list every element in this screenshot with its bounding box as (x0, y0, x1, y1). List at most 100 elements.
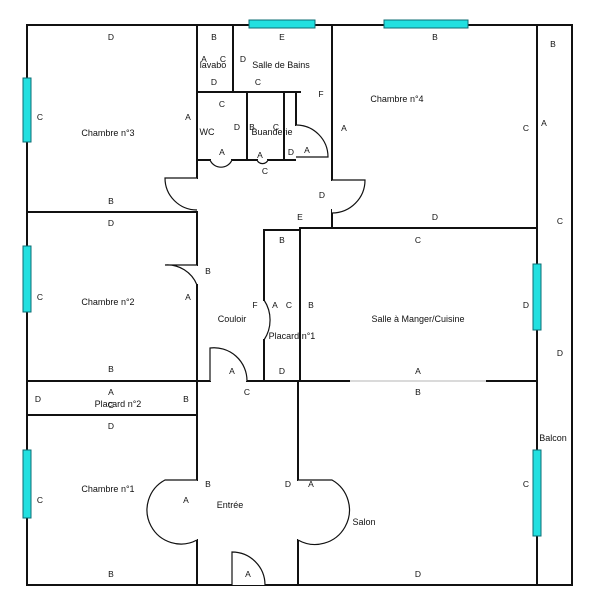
door-chambre4 (331, 179, 366, 214)
wall-label: C (255, 77, 261, 87)
wall-label: B (183, 394, 189, 404)
wall-label: A (183, 495, 189, 505)
room-chambre2: Chambre n°2 (81, 297, 134, 307)
wall-label: B (205, 266, 211, 276)
wall-label: D (108, 218, 114, 228)
wall-label: D (415, 569, 421, 579)
room-entree: Entrée (217, 500, 244, 510)
door-placard1 (263, 299, 271, 341)
wall-label: C (37, 112, 43, 122)
wall-label: A (201, 54, 207, 64)
wall-label: D (319, 190, 325, 200)
room-chambre4: Chambre n°4 (370, 94, 423, 104)
wall-label: B (108, 569, 114, 579)
window-salon (532, 449, 542, 537)
wall-label: A (304, 145, 310, 155)
wall-label: E (279, 32, 285, 42)
wall-label: C (244, 387, 250, 397)
wall-label: C (557, 216, 563, 226)
wall-label: D (432, 212, 438, 222)
doors (146, 124, 366, 586)
wall-label: C (37, 495, 43, 505)
wall-label: C (273, 122, 279, 132)
wall-label: C (286, 300, 292, 310)
wall-label: B (432, 32, 438, 42)
wall-label: A (308, 479, 314, 489)
windows (22, 19, 542, 537)
wall-label: D (279, 366, 285, 376)
door-salle-de-bains (295, 124, 329, 158)
wall-label: D (288, 147, 294, 157)
wall-label: F (318, 89, 323, 99)
wall-letter-labels: D C A B B A C D E D F C C D A B C A D C … (35, 32, 563, 579)
door-chambre3 (164, 177, 198, 211)
wall-label: B (108, 196, 114, 206)
wall-label: C (108, 400, 114, 410)
wall-label: D (35, 394, 41, 404)
door-buanderie (256, 159, 269, 165)
wall-label: A (257, 150, 263, 160)
wall-label: C (37, 292, 43, 302)
room-chambre3: Chambre n°3 (81, 128, 134, 138)
interior-walls (26, 24, 538, 586)
wall-label: A (541, 118, 547, 128)
wall-label: D (557, 348, 563, 358)
door-chambre1 (146, 479, 198, 545)
room-buanderie: Buanderie (251, 127, 292, 137)
wall-label: B (108, 364, 114, 374)
room-placard1: Placard n°1 (269, 331, 316, 341)
room-placard2: Placard n°2 (95, 399, 142, 409)
room-salon: Salon (352, 517, 375, 527)
wall-label: D (108, 32, 114, 42)
wall-label: D (108, 421, 114, 431)
window-salle-de-bains (248, 19, 316, 29)
wall-label: B (279, 235, 285, 245)
wall-label: F (252, 300, 257, 310)
room-wc: WC (200, 127, 215, 137)
wall-label: B (249, 122, 255, 132)
wall-label: A (108, 387, 114, 397)
wall-label: C (219, 99, 225, 109)
wall-label: A (272, 300, 278, 310)
room-couloir: Couloir (218, 314, 247, 324)
room-salle-a-manger: Salle à Manger/Cuisine (371, 314, 464, 324)
room-balcon: Balcon (539, 433, 567, 443)
wall-label: D (523, 300, 529, 310)
wall-label: D (240, 54, 246, 64)
door-wc (209, 159, 233, 168)
wall-label: B (211, 32, 217, 42)
wall-label: D (234, 122, 240, 132)
wall-label: E (297, 212, 303, 222)
room-salle-de-bains: Salle de Bains (252, 60, 310, 70)
wall-label: B (415, 387, 421, 397)
wall-label: C (523, 479, 529, 489)
door-chambre2 (164, 264, 198, 286)
door-couloir (209, 347, 248, 382)
window-salle-a-manger (532, 263, 542, 331)
window-chambre1 (22, 449, 32, 519)
wall-label: B (308, 300, 314, 310)
door-salon (297, 479, 351, 546)
room-chambre1: Chambre n°1 (81, 484, 134, 494)
wall-label: A (341, 123, 347, 133)
room-labels: Chambre n°3 lavabo Salle de Bains Chambr… (81, 60, 566, 527)
wall-label: C (220, 54, 226, 64)
window-chambre2 (22, 245, 32, 313)
wall-label: D (285, 479, 291, 489)
window-chambre3 (22, 77, 32, 143)
window-chambre4 (383, 19, 469, 29)
wall-label: A (219, 147, 225, 157)
wall-label: B (550, 39, 556, 49)
wall-label: A (229, 366, 235, 376)
wall-label: C (415, 235, 421, 245)
door-entree (231, 551, 266, 586)
wall-label: C (523, 123, 529, 133)
wall-label: D (211, 77, 217, 87)
wall-label: A (185, 292, 191, 302)
wall-label: B (205, 479, 211, 489)
room-lavabo: lavabo (200, 60, 227, 70)
wall-label: A (415, 366, 421, 376)
wall-label: C (262, 166, 268, 176)
